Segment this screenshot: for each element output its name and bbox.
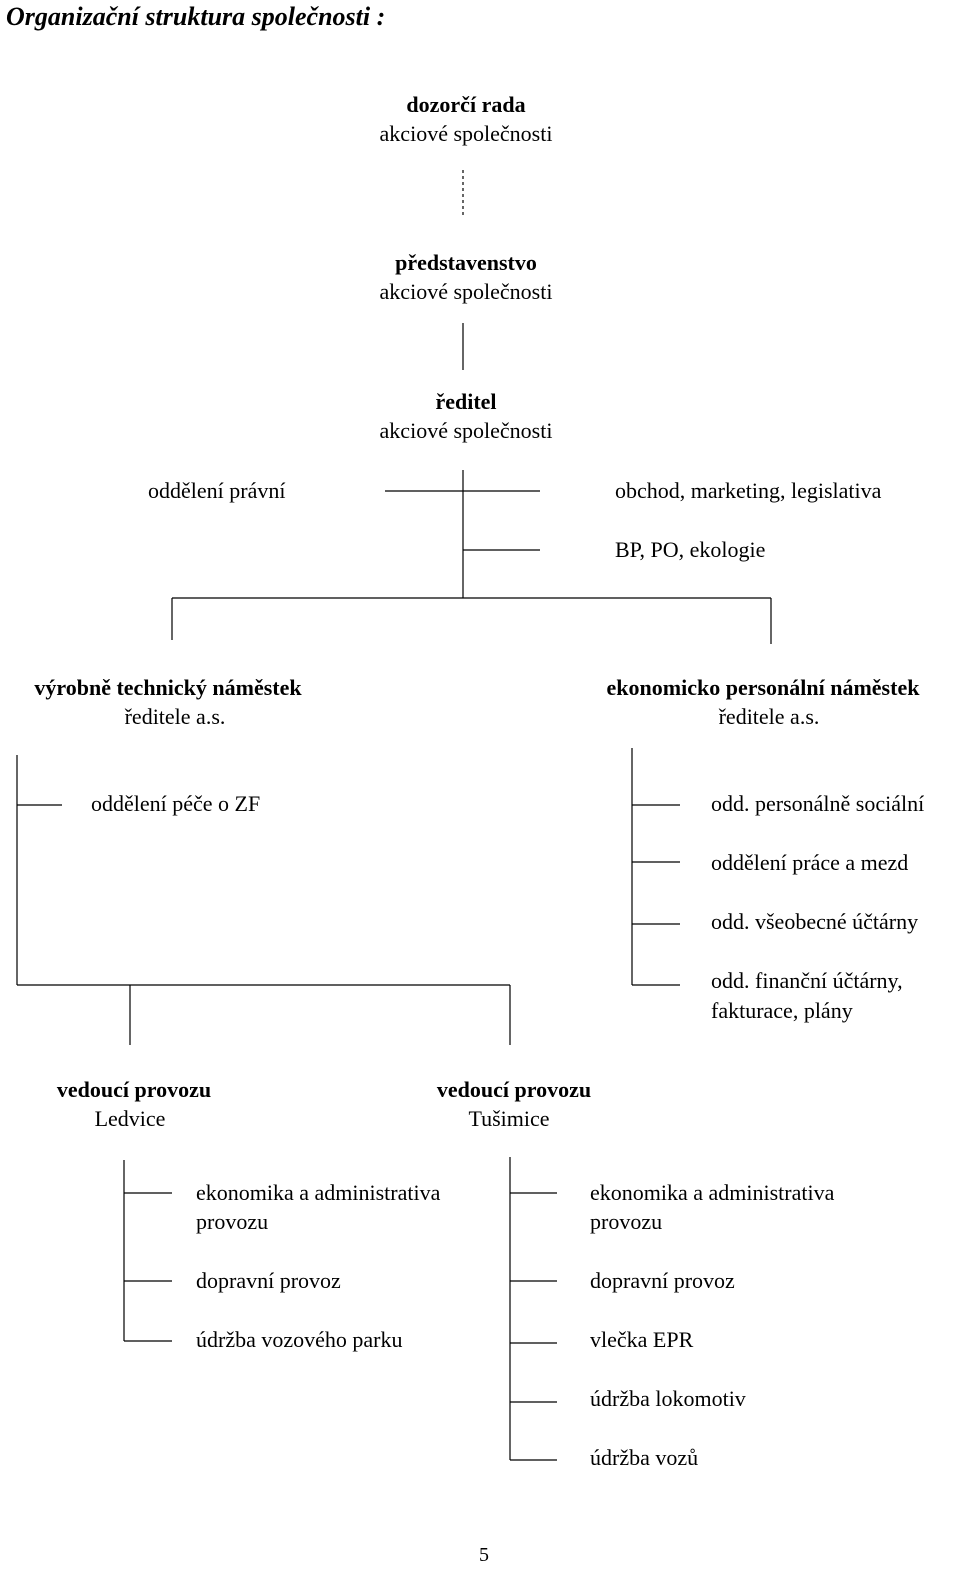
staff-legal: oddělení právní [148, 478, 286, 503]
page-title: Organizační struktura společnosti : [6, 2, 386, 31]
tusimice-manager-name: vedoucí provozu [436, 1077, 592, 1102]
management-sub: akciové společnosti [379, 279, 553, 304]
director-name: ředitel [435, 389, 497, 414]
tusimice-unit: údržba lokomotiv [590, 1386, 746, 1411]
economic-unit: odd. finanční účtárny, [711, 968, 903, 993]
page-number: 5 [479, 1544, 489, 1566]
tusimice-unit: údržba vozů [590, 1445, 699, 1470]
tusimice-manager-sub: Tušimice [468, 1106, 550, 1131]
tusimice-unit: dopravní provoz [590, 1268, 735, 1293]
director-sub: akciové společnosti [379, 418, 553, 443]
economic-unit: odd. personálně sociální [711, 791, 925, 816]
ledvice-unit: provozu [196, 1209, 269, 1234]
tusimice-unit: ekonomika a administrativa [590, 1180, 835, 1205]
economic-deputy-sub: ředitele a.s. [718, 704, 820, 729]
economic-unit: oddělení práce a mezd [711, 850, 909, 875]
economic-deputy-name: ekonomicko personální náměstek [606, 675, 920, 700]
board-name: dozorčí rada [406, 92, 526, 117]
ledvice-manager-sub: Ledvice [94, 1106, 166, 1131]
ledvice-unit: údržba vozového parku [196, 1327, 403, 1352]
tusimice-unit: provozu [590, 1209, 663, 1234]
board-sub: akciové společnosti [379, 121, 553, 146]
economic-unit: fakturace, plány [711, 998, 853, 1023]
ledvice-unit: dopravní provoz [196, 1268, 341, 1293]
technical-unit: oddělení péče o ZF [91, 791, 261, 816]
staff-safety: BP, PO, ekologie [615, 537, 766, 562]
technical-deputy-sub: ředitele a.s. [124, 704, 226, 729]
tusimice-unit: vlečka EPR [590, 1327, 694, 1352]
staff-commerce: obchod, marketing, legislativa [615, 478, 882, 503]
economic-unit: odd. všeobecné účtárny [711, 909, 919, 934]
ledvice-manager-name: vedoucí provozu [56, 1077, 212, 1102]
management-name: představenstvo [395, 250, 537, 275]
technical-deputy-name: výrobně technický náměstek [34, 675, 302, 700]
ledvice-unit: ekonomika a administrativa [196, 1180, 441, 1205]
